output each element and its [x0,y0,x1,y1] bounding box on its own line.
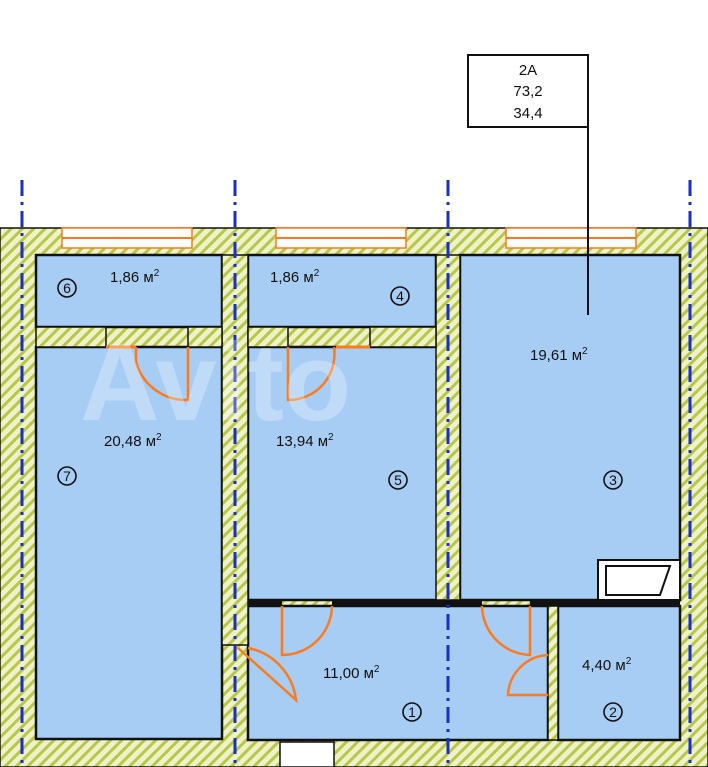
apartment-total-area: 73,2 [513,83,542,100]
room-2-number: 2 [603,702,623,722]
room-3 [458,253,682,602]
partition-6-7-left [35,326,107,348]
room-5-area: 13,94 м2 [276,432,334,450]
room-1 [246,604,550,742]
room-6-area: 1,86 м2 [110,268,160,286]
door-2 [506,653,549,697]
apartment-living-area: 34,4 [513,105,542,122]
door-4 [286,345,370,402]
partition-5-1-left [248,600,282,606]
room-6-number: 6 [57,278,77,298]
door-3 [480,605,532,657]
room-1-area: 11,00 м2 [323,664,380,682]
svg-text:4: 4 [396,288,404,304]
partition-wall-right [547,605,559,741]
room-3-area: 19,61 м2 [530,346,588,364]
svg-text:3: 3 [609,472,617,488]
shower-tray-outline [605,565,672,596]
partition-6-7-right [187,326,223,348]
svg-text:1: 1 [408,704,416,720]
partition-3-2 [530,600,680,606]
room-7-number: 7 [57,466,77,486]
room-6 [34,253,224,329]
door-5 [280,605,334,657]
svg-text:5: 5 [394,472,402,488]
door-7 [106,345,190,402]
entrance-door [279,741,335,767]
svg-text:6: 6 [63,280,71,296]
room-4-area: 1,86 м2 [270,268,320,286]
room-3-number: 3 [603,470,623,490]
svg-text:2: 2 [609,704,617,720]
partition-4-5-left [247,326,289,348]
room-7-area: 20,48 м2 [104,432,162,450]
watermark: Avito [80,321,351,444]
partition-4-5-right [369,326,437,348]
apartment-label-box [467,54,589,128]
room-1-number: 1 [402,702,422,722]
apartment-name: 2А [519,62,537,79]
room-2-area: 4,40 м2 [582,656,632,674]
door-1 [237,646,298,704]
svg-text:7: 7 [63,468,71,484]
room-4-number: 4 [390,286,410,306]
partition-5-1 [332,600,482,606]
room-5-number: 5 [388,470,408,490]
